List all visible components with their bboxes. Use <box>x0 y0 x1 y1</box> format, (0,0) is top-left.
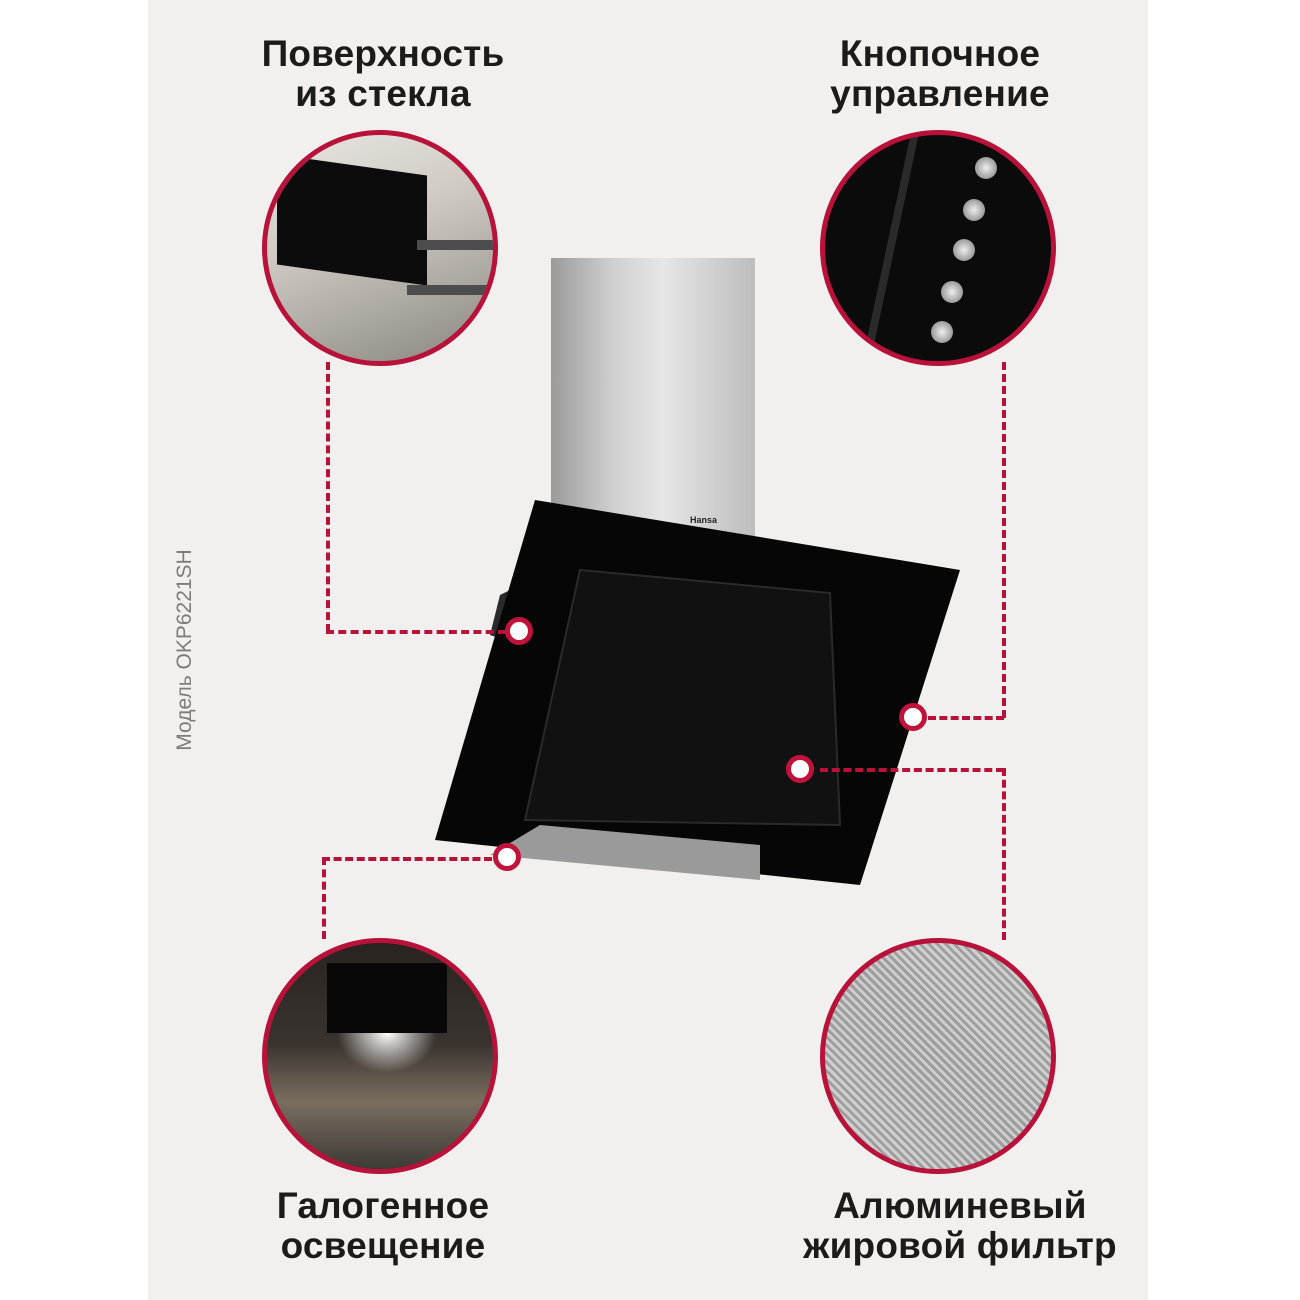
connector-line <box>326 630 506 634</box>
callout-dot-glass <box>505 617 533 645</box>
connector-line <box>322 857 326 939</box>
feature-title-lighting: Галогенное освещение <box>238 1186 528 1266</box>
light-icon <box>975 157 997 179</box>
feature-title-line: Поверхность <box>261 33 505 74</box>
callout-dot-buttons <box>899 703 927 731</box>
feature-title-buttons: Кнопочное управление <box>800 34 1080 114</box>
connector-line <box>928 716 1004 720</box>
feature-title-glass: Поверхность из стекла <box>238 34 528 114</box>
feature-title-line: освещение <box>280 1225 486 1266</box>
aluminium-filter-image <box>820 938 1056 1174</box>
feature-title-line: Кнопочное <box>839 33 1041 74</box>
connector-line <box>1002 362 1006 718</box>
feature-title-filter: Алюминевый жировой фильтр <box>790 1186 1130 1266</box>
fan-speed-3-icon <box>963 199 985 221</box>
power-icon <box>931 321 953 343</box>
connector-line <box>322 857 492 861</box>
callout-dot-filter <box>786 755 814 783</box>
feature-title-line: из стекла <box>295 73 471 114</box>
halogen-lighting-image <box>262 938 498 1174</box>
feature-title-line: управление <box>830 73 1050 114</box>
brand-logo: Hansa <box>690 515 718 525</box>
feature-title-line: жировой фильтр <box>803 1225 1117 1266</box>
hood-chimney <box>551 258 755 540</box>
fan-speed-1-icon <box>941 281 963 303</box>
feature-title-line: Алюминевый <box>833 1185 1087 1226</box>
connector-line <box>326 362 330 632</box>
connector-line <box>820 768 1004 772</box>
fan-speed-2-icon <box>953 239 975 261</box>
callout-dot-lighting <box>493 843 521 871</box>
feature-title-line: Галогенное <box>276 1185 490 1226</box>
connector-line <box>1002 768 1006 940</box>
control-buttons-image <box>820 130 1056 366</box>
glass-surface-image <box>262 130 498 366</box>
model-label: Модель OKP6221SH <box>173 549 196 751</box>
hood-glass-panel <box>435 500 960 885</box>
